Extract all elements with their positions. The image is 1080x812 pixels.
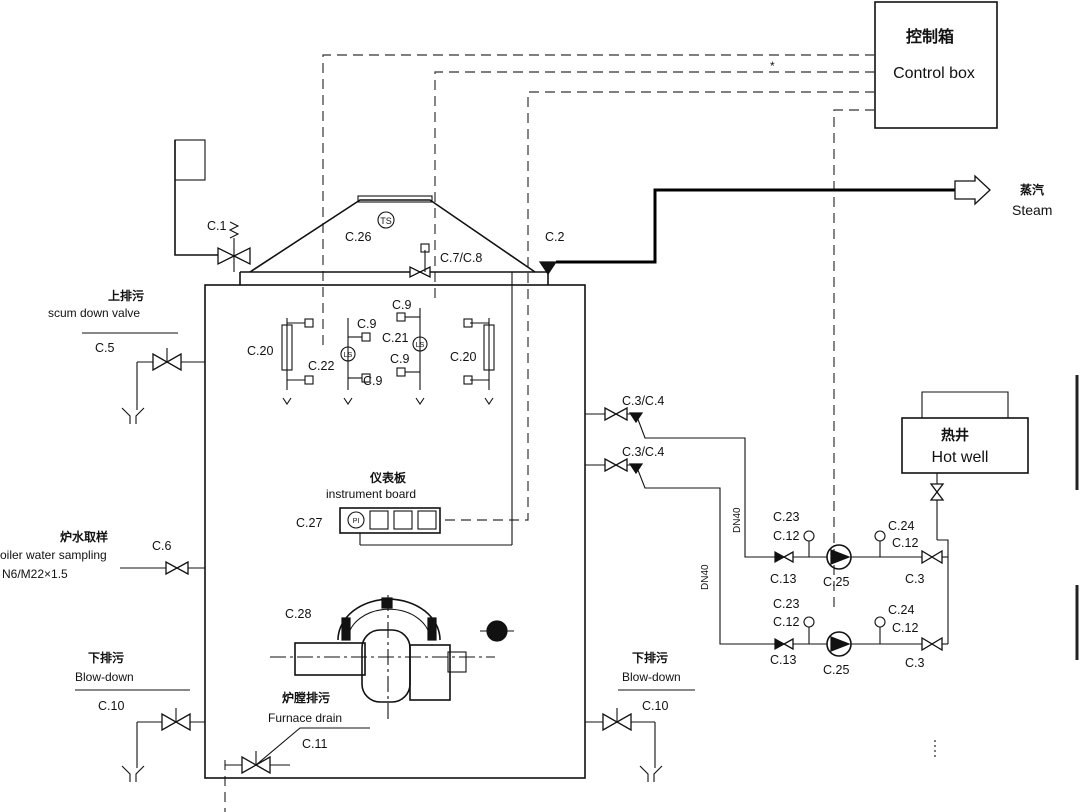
svg-text:C.9: C.9 [363, 374, 383, 388]
control-box-en: Control box [893, 65, 975, 82]
svg-text:Blow-down: Blow-down [622, 670, 681, 684]
svg-text:C.3: C.3 [905, 572, 925, 586]
svg-text:C.23: C.23 [773, 510, 799, 524]
steam-cn: 蒸汽 [1020, 182, 1044, 197]
valve-c7-c8: C.7/C.8 [405, 243, 482, 279]
feed-pump-line-2: C.23 C.12 C.13 C.25 C.24 C.12 C.3 [770, 597, 948, 677]
svg-text:C.24: C.24 [888, 603, 914, 617]
svg-text:C.26: C.26 [345, 230, 371, 244]
feedwater-inlet-lower: C.3/C.4 [585, 445, 775, 645]
level-gauge-left: C.20 [247, 318, 314, 405]
svg-text:C.24: C.24 [888, 519, 914, 533]
svg-text:C.12: C.12 [773, 615, 799, 629]
svg-text:下排污: 下排污 [632, 650, 668, 665]
control-line-mark: * [770, 59, 775, 73]
svg-text:C.10: C.10 [642, 699, 668, 713]
svg-text:C.25: C.25 [823, 575, 849, 589]
svg-text:DN40: DN40 [700, 564, 711, 590]
svg-text:炉水取样: 炉水取样 [60, 529, 108, 544]
scum-valve-c5: 上排污 scum down valve C.5 [48, 288, 205, 424]
steam-outlet-c2: C.2 蒸汽 Steam [538, 174, 1052, 276]
svg-text:C.9: C.9 [390, 352, 410, 366]
burner-c28: C.28 [270, 595, 514, 720]
steam-en: Steam [1012, 202, 1052, 218]
svg-text:C.25: C.25 [823, 663, 849, 677]
svg-text:C.12: C.12 [892, 621, 918, 635]
svg-text:热井: 热井 [941, 427, 969, 443]
svg-text:instrument board: instrument board [326, 487, 416, 501]
sampling-valve-c6: 炉水取样 oiler water sampling N6/M22×1.5 C.6 [0, 529, 205, 581]
control-box-cn: 控制箱 [906, 27, 954, 46]
level-gauge-right: C.20 [450, 318, 495, 405]
svg-text:Hot well: Hot well [932, 449, 989, 466]
blowdown-right-c10: 下排污 Blow-down C.10 [585, 650, 695, 782]
svg-text:oiler water sampling: oiler water sampling [0, 548, 107, 562]
svg-text:LS: LS [344, 352, 353, 359]
furnace-drain-c11: 炉膛排污 Furnace drain C.11 [225, 690, 370, 775]
svg-text:C.27: C.27 [296, 516, 322, 530]
control-signal-lines: * [224, 54, 875, 812]
svg-text:C.6: C.6 [152, 539, 172, 553]
svg-text:C.3/C.4: C.3/C.4 [622, 394, 664, 408]
svg-text:C.20: C.20 [450, 350, 476, 364]
svg-text:PI: PI [353, 518, 360, 525]
svg-text:C.1: C.1 [207, 219, 227, 233]
svg-text:C.21: C.21 [382, 331, 408, 345]
temperature-sensor: TS C.26 [345, 211, 395, 244]
svg-text:C.9: C.9 [392, 298, 412, 312]
svg-text:下排污: 下排污 [88, 650, 124, 665]
svg-text:Furnace drain: Furnace drain [268, 711, 342, 725]
safety-valve-c1: C.1 [174, 139, 251, 272]
svg-text:C.13: C.13 [770, 653, 796, 667]
svg-text:C.13: C.13 [770, 572, 796, 586]
feedwater-inlet-upper: C.3/C.4 [585, 394, 775, 558]
svg-text:scum down valve: scum down valve [48, 306, 140, 320]
control-box: 控制箱 Control box [874, 1, 998, 129]
svg-text:C.22: C.22 [308, 359, 334, 373]
svg-text:C.3: C.3 [905, 656, 925, 670]
svg-text:C.12: C.12 [892, 536, 918, 550]
svg-text:C.3/C.4: C.3/C.4 [622, 445, 664, 459]
svg-text:C.10: C.10 [98, 699, 124, 713]
svg-text:炉膛排污: 炉膛排污 [282, 690, 330, 705]
svg-text:C.9: C.9 [357, 317, 377, 331]
svg-text:TS: TS [380, 216, 392, 226]
blowdown-left-c10: 下排污 Blow-down C.10 [75, 650, 205, 782]
feed-pump-line-1: C.23 C.12 C.13 C.25 C.24 C.12 C.3 [770, 510, 948, 589]
svg-text:C.20: C.20 [247, 344, 273, 358]
svg-text:上排污: 上排污 [108, 288, 144, 303]
level-switch-group: LS LS C.9 C.9 C.21 C.22 C.9 C.9 [308, 298, 428, 405]
svg-text:C.7/C.8: C.7/C.8 [440, 251, 482, 265]
instrument-board-c27: PI 仪表板 instrument board C.27 [296, 272, 513, 546]
svg-text:Blow-down: Blow-down [75, 670, 134, 684]
svg-text:仪表板: 仪表板 [369, 470, 407, 485]
svg-text:C.23: C.23 [773, 597, 799, 611]
hot-well: 热井 Hot well [901, 391, 1029, 644]
svg-text:C.11: C.11 [302, 737, 328, 751]
svg-text:C.12: C.12 [773, 529, 799, 543]
svg-text:C.2: C.2 [545, 230, 565, 244]
svg-text:C.5: C.5 [95, 341, 115, 355]
svg-text:DN40: DN40 [732, 507, 743, 533]
svg-text:C.28: C.28 [285, 607, 311, 621]
svg-text:N6/M22×1.5: N6/M22×1.5 [2, 567, 68, 581]
svg-text:LS: LS [416, 342, 425, 349]
